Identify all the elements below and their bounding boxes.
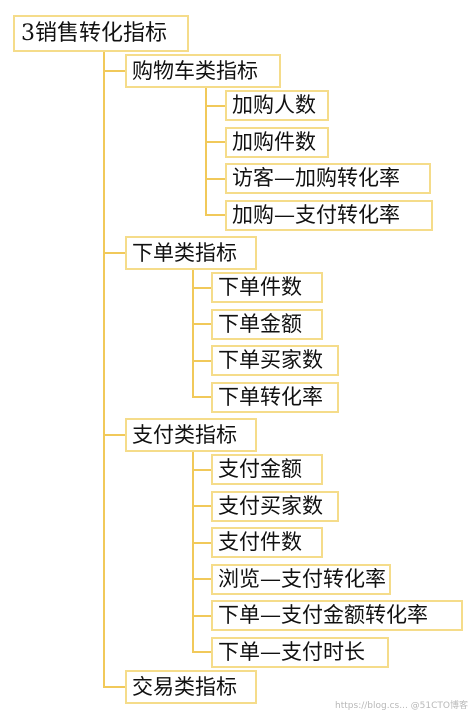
item-connector xyxy=(205,177,225,180)
category-node: 支付类指标 xyxy=(125,418,257,452)
root-connector xyxy=(103,52,105,688)
leaf-node: 支付金额 xyxy=(211,454,323,485)
leaf-node: 加购人数 xyxy=(225,90,329,121)
category-connector xyxy=(103,434,125,436)
item-connector xyxy=(192,359,211,362)
leaf-node: 加购—支付转化率 xyxy=(225,199,433,231)
item-connector xyxy=(192,505,211,507)
item-connector xyxy=(192,323,211,325)
item-connector xyxy=(192,578,211,580)
item-connector xyxy=(205,214,225,216)
leaf-node: 访客—加购转化率 xyxy=(225,163,431,194)
item-connector xyxy=(192,286,211,289)
leaf-node: 支付买家数 xyxy=(211,490,339,522)
item-connector xyxy=(192,541,211,544)
leaf-node: 下单转化率 xyxy=(211,381,339,413)
leaf-node: 下单金额 xyxy=(211,308,323,340)
root-node: 3销售转化指标 xyxy=(13,15,189,52)
leaf-node: 加购件数 xyxy=(225,126,329,158)
category-node: 购物车类指标 xyxy=(125,54,281,88)
category-node: 交易类指标 xyxy=(125,670,257,704)
item-connector xyxy=(192,396,211,398)
category-node: 下单类指标 xyxy=(125,236,257,270)
item-connector xyxy=(192,614,211,617)
leaf-node: 下单买家数 xyxy=(211,345,339,376)
item-connector xyxy=(205,141,225,143)
item-spine xyxy=(205,88,207,216)
item-connector xyxy=(192,651,211,653)
watermark: https://blog.cs... @51CTO博客 xyxy=(335,701,468,711)
leaf-node: 下单—支付金额转化率 xyxy=(211,600,463,631)
leaf-node: 支付件数 xyxy=(211,527,323,558)
item-connector xyxy=(205,104,225,107)
leaf-node: 下单件数 xyxy=(211,272,323,303)
item-spine xyxy=(192,270,194,398)
leaf-node: 浏览—支付转化率 xyxy=(211,563,391,595)
item-spine xyxy=(192,452,194,653)
item-connector xyxy=(192,468,211,471)
category-connector xyxy=(103,252,125,254)
category-connector xyxy=(103,686,125,688)
leaf-node: 下单—支付时长 xyxy=(211,636,389,668)
category-connector xyxy=(103,70,125,72)
